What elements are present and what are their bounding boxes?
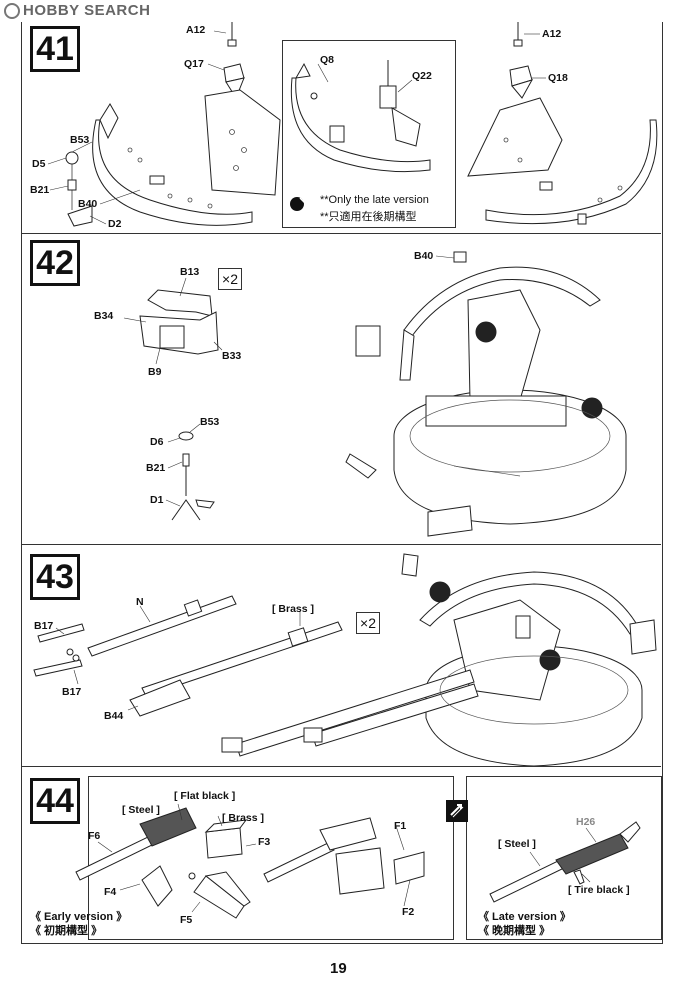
note-pin-icon: [290, 197, 304, 211]
label-steel-early: [ Steel ]: [122, 804, 160, 816]
step-41-number: 41: [30, 26, 80, 72]
label-f3: F3: [258, 836, 271, 848]
label-a12-right: A12: [542, 28, 562, 40]
label-q17: Q17: [184, 58, 204, 70]
label-brass-step44: [ Brass ]: [222, 812, 265, 824]
label-q18: Q18: [548, 72, 568, 84]
label-f5: F5: [180, 914, 193, 926]
label-f6: F6: [88, 830, 101, 842]
label-flat-black: [ Flat black ]: [174, 790, 236, 802]
label-h26: H26: [576, 816, 596, 828]
label-brass-step43: [ Brass ]: [272, 603, 315, 615]
label-d5: D5: [32, 158, 46, 170]
late-version-label-en: 《 Late version 》: [478, 911, 571, 923]
label-q8: Q8: [320, 54, 335, 66]
label-b17-top: B17: [34, 620, 54, 632]
watermark-logo-icon: [4, 2, 20, 19]
label-b21-step42: B21: [146, 462, 166, 474]
label-d6: D6: [150, 436, 164, 448]
label-b53-step42: B53: [200, 416, 220, 428]
label-b17-bottom: B17: [62, 686, 82, 698]
label-b9: B9: [148, 366, 162, 378]
label-b44: B44: [104, 710, 124, 722]
page-frame: [21, 22, 663, 944]
divider-41-42: [21, 233, 661, 234]
label-a12-left: A12: [186, 24, 206, 36]
label-steel-late: [ Steel ]: [498, 838, 536, 850]
label-f1: F1: [394, 820, 407, 832]
label-n: N: [136, 596, 144, 608]
late-version-note-cn: **只適用在後期構型: [320, 211, 417, 223]
label-b33: B33: [222, 350, 242, 362]
step43-multiplier: ×2: [356, 612, 380, 634]
step-43-number: 43: [30, 554, 80, 600]
label-f4: F4: [104, 886, 117, 898]
step42-multiplier: ×2: [218, 268, 242, 290]
version-swap-icon: [446, 800, 468, 822]
early-version-label-en: 《 Early version 》: [30, 911, 128, 923]
label-b53-step41: B53: [70, 134, 90, 146]
step-44-number: 44: [30, 778, 80, 824]
late-version-note-en: **Only the late version: [320, 194, 429, 206]
early-version-label-cn: 《 初期構型 》: [30, 925, 103, 937]
early-version-panel: [88, 776, 454, 940]
label-d1: D1: [150, 494, 164, 506]
label-f2: F2: [402, 906, 415, 918]
label-b21-step41: B21: [30, 184, 50, 196]
label-q22: Q22: [412, 70, 432, 82]
label-b13: B13: [180, 266, 200, 278]
label-b40-step41: B40: [78, 198, 98, 210]
label-d2: D2: [108, 218, 122, 230]
late-version-label-cn: 《 晚期構型 》: [478, 925, 551, 937]
label-b40-step42: B40: [414, 250, 434, 262]
page-number: 19: [330, 960, 347, 977]
label-b34: B34: [94, 310, 114, 322]
divider-43-44: [21, 766, 661, 767]
hobby-search-watermark: HOBBY SEARCH: [4, 2, 150, 19]
divider-42-43: [21, 544, 661, 545]
label-tire-black: [ Tire black ]: [568, 884, 630, 896]
step-42-number: 42: [30, 240, 80, 286]
